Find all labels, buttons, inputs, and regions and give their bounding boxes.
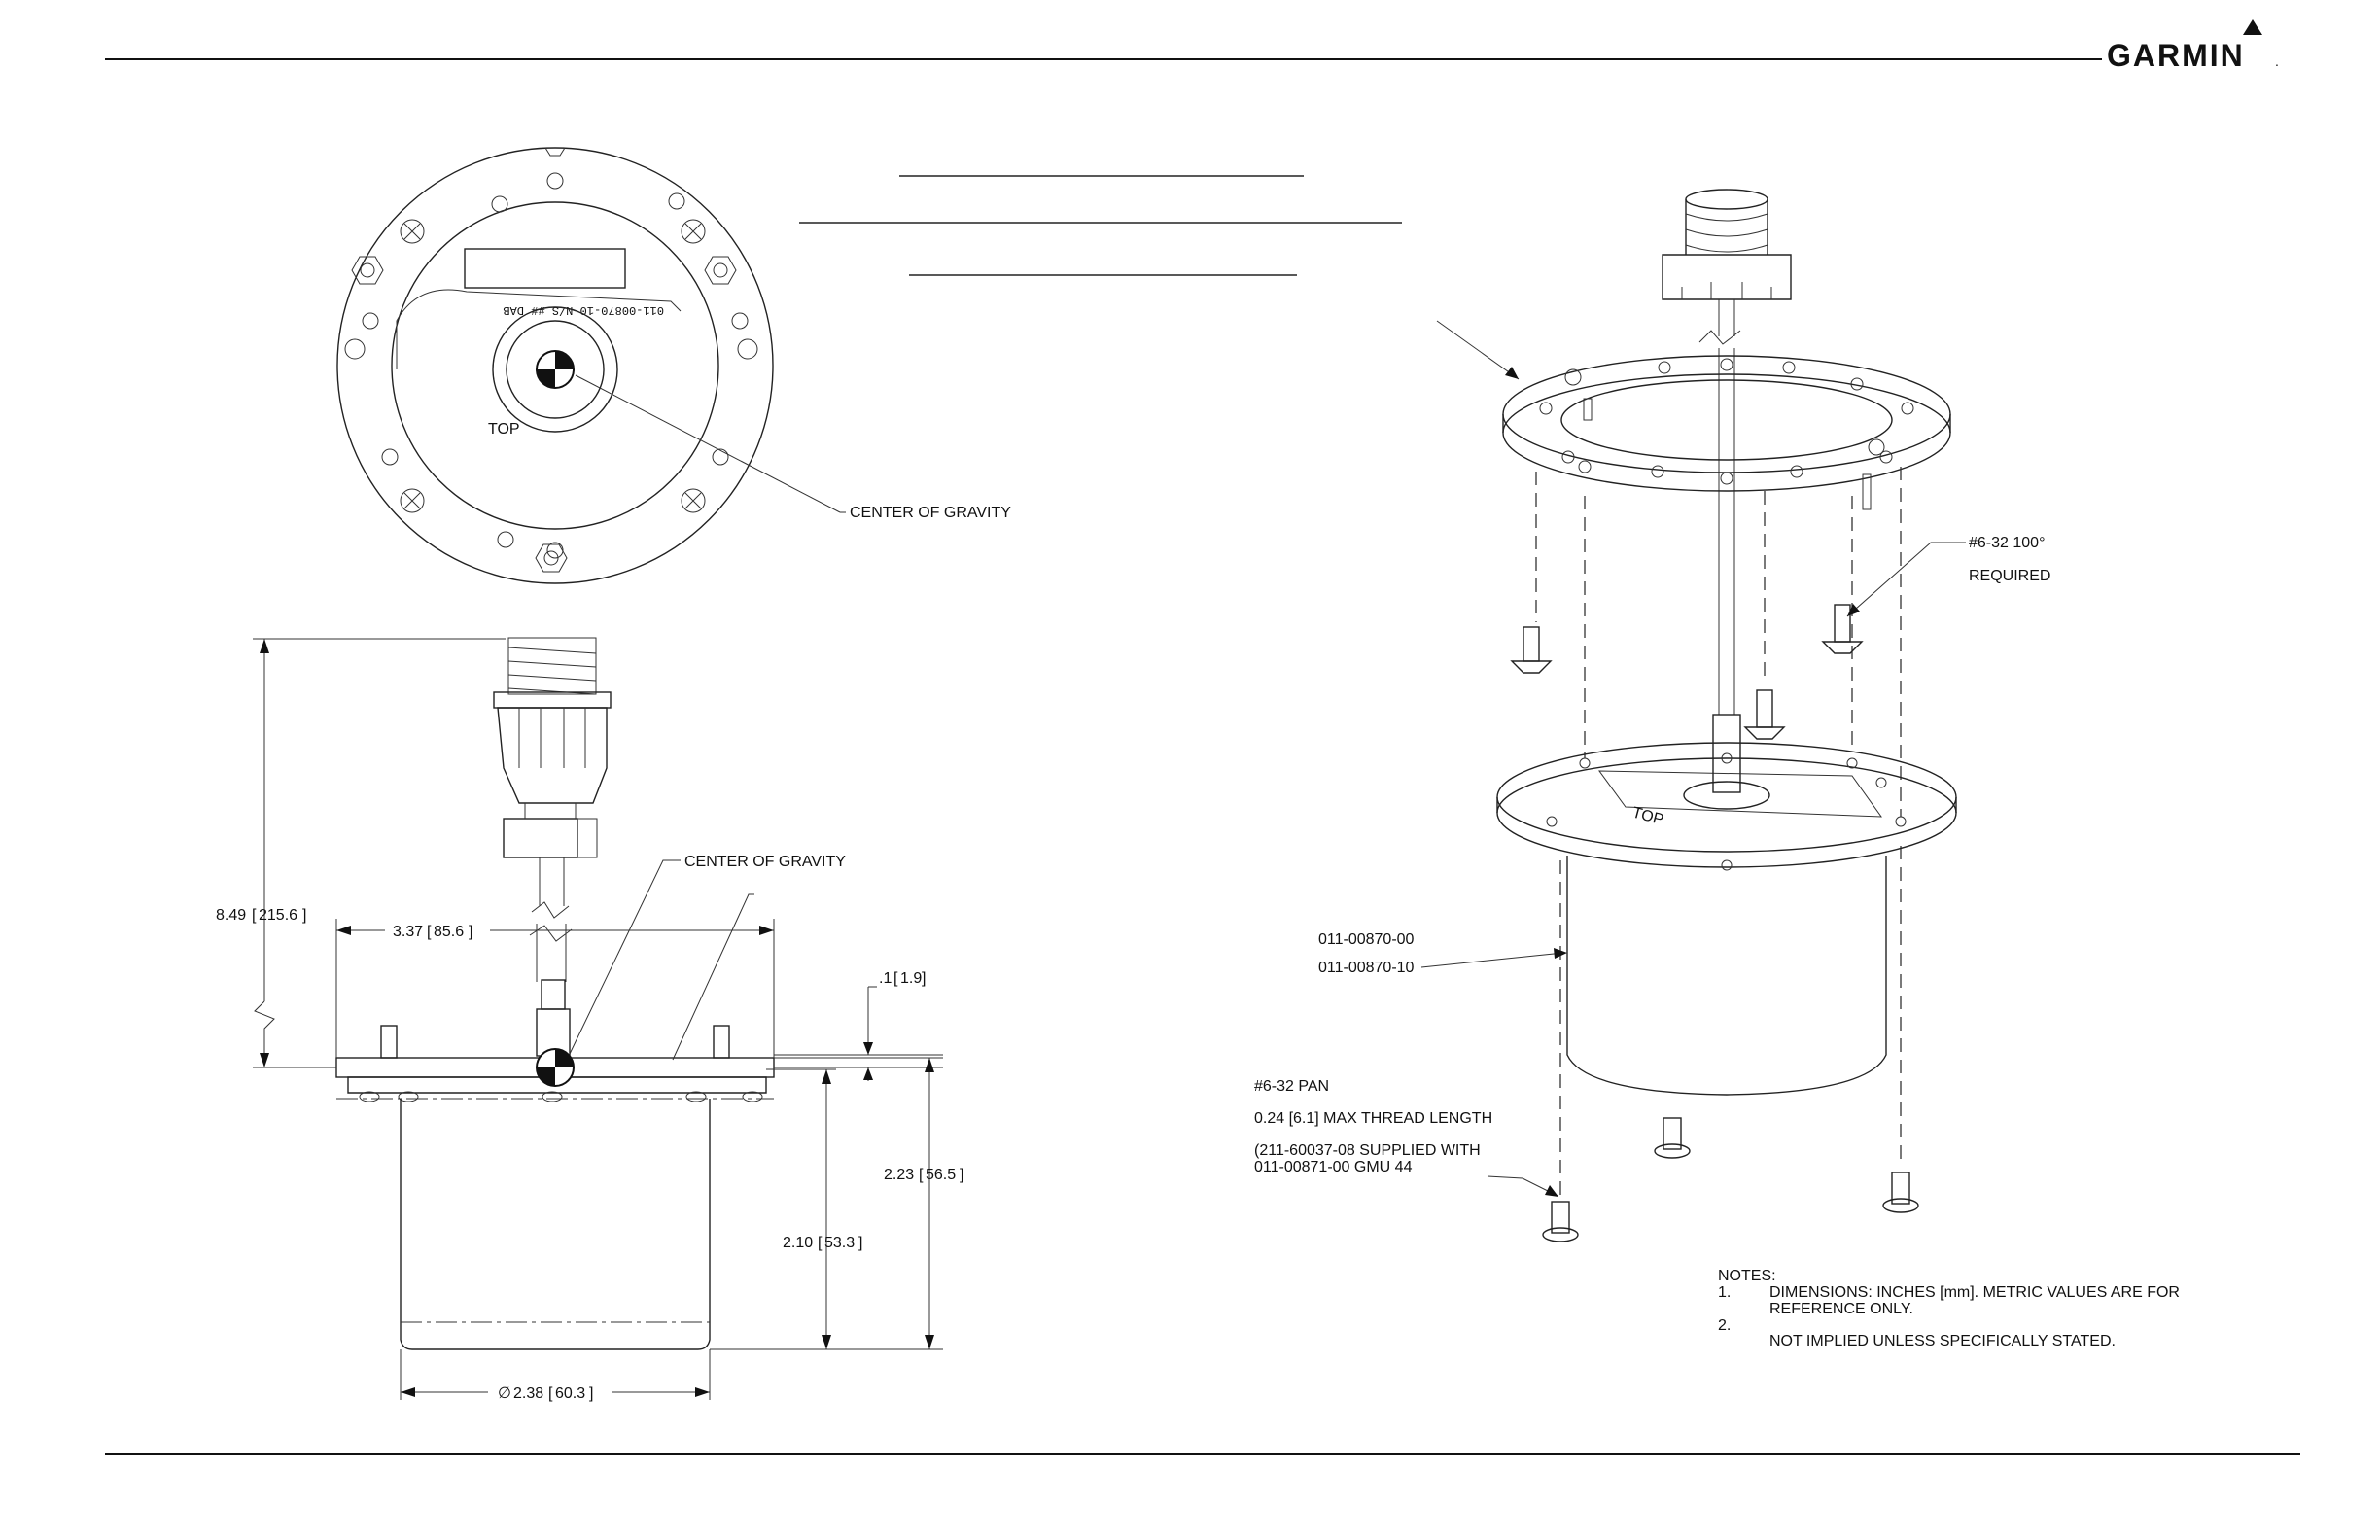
side-view: CENTER OF GRAVITY 8.49 [ 215.6 ] 3.37 [ … [216,637,963,1402]
svg-text:[: [ [893,970,898,987]
svg-text:8.49: 8.49 [216,907,246,924]
exploded-connector [1662,189,1792,300]
svg-text:]: ] [960,1167,963,1183]
svg-text:∅: ∅ [498,1385,511,1402]
part-number-leader [1420,952,1564,968]
dim-body-height-outer: 2.23 [ 56.5 ] [710,1057,963,1350]
dim-flange-width: 3.37 [ 85.6 ] [335,919,775,1058]
cg-symbol-icon [536,350,575,389]
connector-inner [506,320,605,419]
exploded-view: TOP #6-32 100° REQUIRED [1254,189,2050,1242]
screw-100-label: #6-32 100° [1969,535,2045,551]
svg-text:2.10: 2.10 [783,1235,813,1251]
pan-screw-label: #6-32 PAN [1254,1078,1329,1095]
svg-text:]: ] [589,1385,593,1402]
cg-callout-side: CENTER OF GRAVITY [684,854,846,870]
unit-body [1566,856,1887,1096]
svg-text:]: ] [922,970,926,987]
svg-text:1.9: 1.9 [900,970,922,987]
index-notch [544,147,566,157]
svg-text:.1: .1 [879,970,892,987]
svg-text:56.5: 56.5 [926,1167,956,1183]
cable-coil [508,637,597,695]
label-plate [464,248,626,289]
cable-break-1 [539,858,565,906]
svg-text:215.6: 215.6 [259,907,298,924]
dim-body-height-inner: 2.10 [ 53.3 ] [766,1068,862,1349]
outer-flange [336,147,774,584]
svg-text:[: [ [818,1235,822,1251]
connector-outer [492,306,618,433]
label-window [396,289,682,369]
note-1-text: DIMENSIONS: INCHES [mm]. METRIC VALUES A… [1769,1284,2180,1301]
screw-100-leader [1846,542,1966,617]
part-number-text: 011-00870-10 N/S ## DAB [503,303,664,317]
connector-clamp [503,818,578,858]
screw-required-label: REQUIRED [1969,568,2050,584]
svg-text:60.3: 60.3 [555,1385,585,1402]
screw-heads [400,219,706,513]
connector-body [497,707,608,804]
hex-nuts [344,256,758,573]
svg-text:2.38: 2.38 [513,1385,543,1402]
note-2-number: 2. [1718,1317,1731,1334]
dim-overall-height: 8.49 [ 215.6 ] [216,638,506,1068]
cg-callout-top: CENTER OF GRAVITY [850,505,1011,521]
notes-heading: NOTES: [1718,1268,1776,1284]
brand-wordmark: GARMIN [2107,38,2245,73]
cg-symbol-side-icon [536,1048,575,1087]
note-2-text: NOT IMPLIED UNLESS SPECIFICALLY STATED. [1769,1333,2116,1349]
top-orientation-label: TOP [488,421,520,438]
svg-text:[: [ [427,924,432,940]
pan-supplied-label: (211-60037-08 SUPPLIED WITH [1254,1142,1481,1159]
svg-text:53.3: 53.3 [824,1235,855,1251]
part-number-2: 011-00870-10 [1318,960,1415,976]
notes-block: NOTES: 1. DIMENSIONS: INCHES [mm]. METRI… [1718,1268,2180,1349]
note-1-text-cont: REFERENCE ONLY. [1769,1301,1913,1317]
ring-leader [1436,320,1520,380]
svg-text:]: ] [302,907,306,924]
brand-suffix: . [2275,53,2279,69]
top-view: 011-00870-10 N/S ## DAB TOP CENTER OF GR… [336,147,1011,584]
pan-screw-leader [1487,1175,1558,1197]
pan-head-screws [1542,1117,1919,1242]
flat-head-screws [1510,604,1864,740]
unit-top-plate: TOP [1496,714,1957,871]
pan-thread-label: 0.24 [6.1] MAX THREAD LENGTH [1254,1110,1492,1127]
cg-leader-side [569,859,681,1055]
part-number-1: 011-00870-00 [1318,931,1415,948]
mounting-ring [1502,355,1951,510]
garmin-logo: GARMIN . [2107,19,2279,73]
brand-triangle-icon [2243,19,2262,35]
pan-gmu-label: 011-00871-00 GMU 44 [1254,1159,1413,1175]
flange-holes [362,172,749,559]
svg-text:85.6: 85.6 [434,924,464,940]
svg-text:2.23: 2.23 [884,1167,914,1183]
side-body [400,1099,711,1350]
svg-text:]: ] [469,924,472,940]
cable-ferrule [541,979,566,1010]
svg-text:[: [ [252,907,257,924]
note-1-number: 1. [1718,1284,1731,1301]
cg-leader-top [575,374,841,513]
inner-body-ring [391,201,719,530]
dim-flange-thickness: .1 [ 1.9 ] [774,970,943,1081]
svg-text:]: ] [858,1235,862,1251]
svg-text:3.37: 3.37 [393,924,423,940]
dim-body-diameter: ∅ 2.38 [ 60.3 ] [400,1349,711,1402]
svg-text:[: [ [919,1167,924,1183]
svg-text:[: [ [548,1385,553,1402]
side-screw-heads [359,1091,763,1102]
